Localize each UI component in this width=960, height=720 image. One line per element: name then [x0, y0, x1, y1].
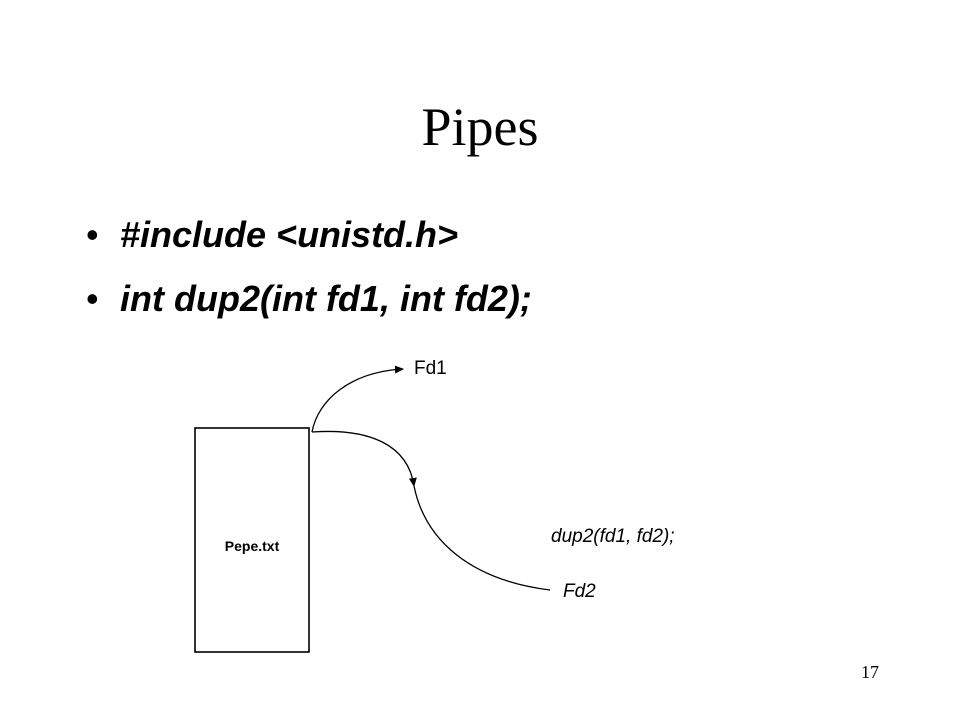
bullet-dot-icon: •	[86, 278, 99, 319]
bullet-dot-icon: •	[86, 214, 99, 255]
slide-title: Pipes	[421, 97, 539, 157]
slide-number: 17	[861, 662, 879, 682]
bullet-item-include: • #include <unistd.h>	[86, 214, 532, 278]
file-box	[194, 427, 310, 653]
bullet-list: • #include <unistd.h> • int dup2(int fd1…	[86, 214, 532, 342]
file-label: Pepe.txt	[225, 538, 280, 554]
bullet-text-dup2: int dup2(int fd1, int fd2);	[120, 278, 532, 319]
fd2-tail-curve	[413, 485, 551, 591]
fd2-label: Fd2	[563, 581, 596, 602]
bullet-text-include: #include <unistd.h>	[120, 214, 459, 255]
fd1-arrow	[311, 365, 404, 433]
dup2-call-label: dup2(fd1, fd2);	[551, 526, 675, 547]
fd2-link-curve	[311, 430, 417, 487]
fd1-label: Fd1	[414, 358, 447, 379]
bullet-item-dup2: • int dup2(int fd1, int fd2);	[86, 278, 532, 342]
